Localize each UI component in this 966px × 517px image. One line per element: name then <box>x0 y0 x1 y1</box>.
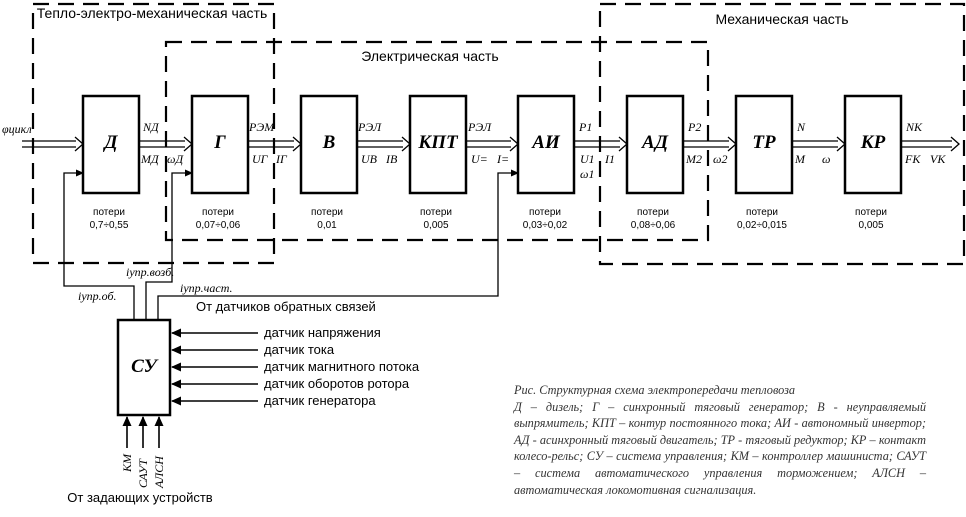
loss-title-induction-motor: потери <box>637 207 669 218</box>
block-generator <box>190 94 250 195</box>
power-flow-arrows <box>22 136 960 152</box>
block-generator-label: Г <box>213 132 226 153</box>
signal-md: MД <box>140 152 160 166</box>
signal-p-el-2: PЭЛ <box>467 120 492 134</box>
signal-n: N <box>796 120 806 134</box>
block-inverter-label: АИ <box>531 132 561 153</box>
block-wheel-rail <box>843 94 903 195</box>
loss-value-gearbox: 0,02÷0,015 <box>737 220 787 231</box>
sensor-magnetic-flux: датчик магнитного потока <box>264 359 420 374</box>
loss-title-diesel: потери <box>93 207 125 218</box>
loss-title-generator: потери <box>202 207 234 218</box>
block-diesel-label: Д <box>103 132 119 153</box>
loss-title-wheel-rail: потери <box>855 207 887 218</box>
feedback-title: От датчиков обратных связей <box>196 299 376 314</box>
setpoint-km: КМ <box>120 453 134 473</box>
signal-omega-d: ωД <box>167 152 184 166</box>
block-inverter <box>516 94 576 195</box>
figure-caption: Рис. Структурная схема электропередачи т… <box>514 382 926 498</box>
figure-caption-text: Д – дизель; Г – синхронный тяговый генер… <box>514 399 926 497</box>
block-control-system <box>116 318 172 417</box>
sensor-rotor-speed: датчик оборотов ротора <box>264 376 410 391</box>
loss-value-wheel-rail: 0,005 <box>858 220 883 231</box>
setpoint-title: От задающих устройств <box>67 490 212 505</box>
signal-p1: P1 <box>578 120 592 134</box>
block-gearbox-label: ТР <box>752 132 776 153</box>
sensor-current: датчик тока <box>264 342 335 357</box>
sensor-arrows <box>171 328 258 406</box>
signal-p-el-1: PЭЛ <box>357 120 382 134</box>
block-rectifier <box>299 94 359 195</box>
signal-m: M <box>794 152 806 166</box>
signal-p-em: PЭМ <box>248 120 275 134</box>
signal-i-v: IВ <box>385 152 398 166</box>
signal-omega: ω <box>822 152 830 166</box>
setpoint-alsn: АЛСН <box>152 455 166 489</box>
region-electrical-title: Электрическая часть <box>361 48 498 64</box>
setpoint-arrows <box>122 416 164 448</box>
loss-value-diesel: 0,7÷0,55 <box>90 220 129 231</box>
loss-title-inverter: потери <box>529 207 561 218</box>
control-signal-i-upr-ob: iупр.об. <box>78 289 117 303</box>
signal-i1: I1 <box>604 152 615 166</box>
block-gearbox <box>734 94 794 195</box>
block-control-system-label: СУ <box>131 356 158 377</box>
region-thermo-title: Тепло-электро-механическая часть <box>37 5 267 21</box>
loss-value-inverter: 0,03÷0,02 <box>523 220 568 231</box>
loss-value-induction-motor: 0,08÷0,06 <box>631 220 676 231</box>
sensor-generator: датчик генератора <box>264 393 376 408</box>
control-signal-i-upr-chast: iупр.част. <box>180 281 233 295</box>
signal-nd: NД <box>142 120 160 134</box>
signal-vk: VК <box>930 152 946 166</box>
block-dc-link-label: КПТ <box>417 132 459 153</box>
loss-title-gearbox: потери <box>746 207 778 218</box>
setpoint-saut: САУТ <box>136 458 150 488</box>
signal-phi-in: φцикл <box>2 122 32 136</box>
loss-value-dc-link: 0,005 <box>423 220 448 231</box>
loss-value-rectifier: 0,01 <box>317 220 337 231</box>
signal-u-dc: U= <box>471 152 488 166</box>
signal-u-v: UВ <box>361 152 378 166</box>
signal-i-dc: I= <box>496 152 509 166</box>
loss-title-rectifier: потери <box>311 207 343 218</box>
block-rectifier-label: В <box>322 132 336 153</box>
signal-m2: M2 <box>685 152 702 166</box>
signal-i-g: IГ <box>275 152 288 166</box>
loss-title-dc-link: потери <box>420 207 452 218</box>
signal-nk: NК <box>905 120 923 134</box>
block-induction-motor <box>625 94 685 195</box>
region-mechanical-title: Механическая часть <box>715 11 848 27</box>
figure-caption-title: Рис. Структурная схема электропередачи т… <box>514 383 796 397</box>
control-lines <box>63 169 519 320</box>
signal-u-g: UГ <box>252 152 269 166</box>
signal-omega1: ω1 <box>580 167 594 181</box>
control-signal-i-upr-vozb: iупр.возб. <box>126 265 174 279</box>
region-mechanical-frame <box>598 2 966 266</box>
signal-omega2: ω2 <box>713 152 727 166</box>
signal-u1: U1 <box>580 152 595 166</box>
block-induction-motor-label: АД <box>641 132 669 153</box>
signal-fk: FК <box>904 152 921 166</box>
loss-value-generator: 0,07÷0,06 <box>196 220 241 231</box>
signal-p2: P2 <box>687 120 701 134</box>
sensor-voltage: датчик напряжения <box>264 325 381 340</box>
block-wheel-rail-label: КР <box>860 132 886 153</box>
